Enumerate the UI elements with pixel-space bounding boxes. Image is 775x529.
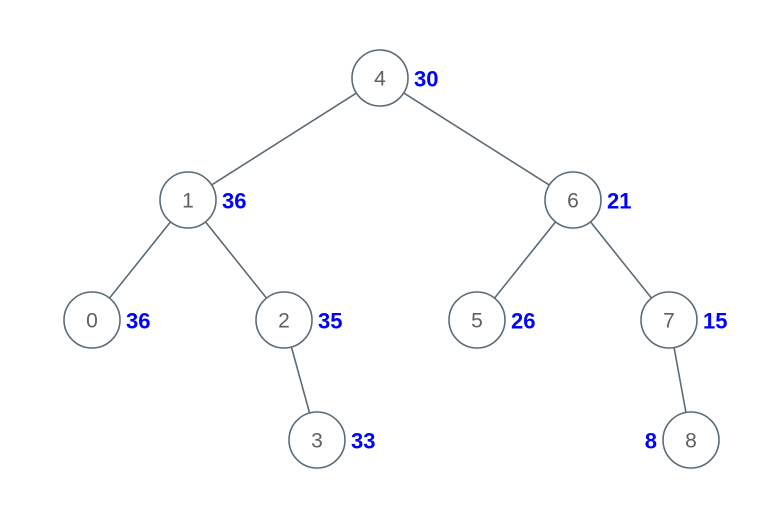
node-id-label-4: 4 [374,68,386,91]
node-id-label-2: 2 [278,310,290,333]
node-circle-0[interactable] [63,291,121,349]
node-value-label-4: 30 [414,67,438,92]
tree-node-4[interactable]: 4 30 [351,49,438,107]
tree-edge-1-2 [204,221,268,299]
node-value-label-3: 33 [351,429,375,454]
node-value-label-7: 15 [703,309,727,334]
node-id-label-6: 6 [567,190,579,213]
tree-edges-layer [108,92,687,414]
tree-node-2[interactable]: 2 35 [255,291,342,349]
node-circle-6[interactable] [544,171,602,229]
tree-edge-7-8 [673,346,687,414]
tree-edge-6-5 [493,221,557,299]
node-id-label-8: 8 [685,430,697,453]
tree-edge-2-3 [290,346,311,414]
node-id-label-5: 5 [471,310,483,333]
node-circle-8[interactable] [662,411,720,469]
node-value-label-8: 8 [645,429,657,454]
tree-node-1[interactable]: 1 36 [159,171,246,229]
tree-edge-4-1 [210,92,358,186]
tree-edge-1-0 [108,221,172,299]
tree-edge-6-7 [589,221,653,299]
node-circle-7[interactable] [640,291,698,349]
tree-edge-4-6 [402,92,551,186]
node-value-label-2: 35 [318,309,342,334]
node-value-label-5: 26 [511,309,535,334]
tree-node-7[interactable]: 7 15 [640,291,727,349]
node-circle-2[interactable] [255,291,313,349]
tree-node-6[interactable]: 6 21 [544,171,631,229]
node-value-label-6: 21 [607,189,631,214]
node-circle-5[interactable] [448,291,506,349]
node-id-label-3: 3 [311,430,323,453]
node-value-label-0: 36 [126,309,150,334]
tree-node-8[interactable]: 88 [645,411,720,469]
node-id-label-1: 1 [182,190,194,213]
tree-node-0[interactable]: 0 36 [63,291,150,349]
tree-node-5[interactable]: 5 26 [448,291,535,349]
node-circle-3[interactable] [288,411,346,469]
node-id-label-7: 7 [663,310,675,333]
node-id-label-0: 0 [86,310,98,333]
node-circle-4[interactable] [351,49,409,107]
node-circle-1[interactable] [159,171,217,229]
node-value-label-1: 36 [222,189,246,214]
